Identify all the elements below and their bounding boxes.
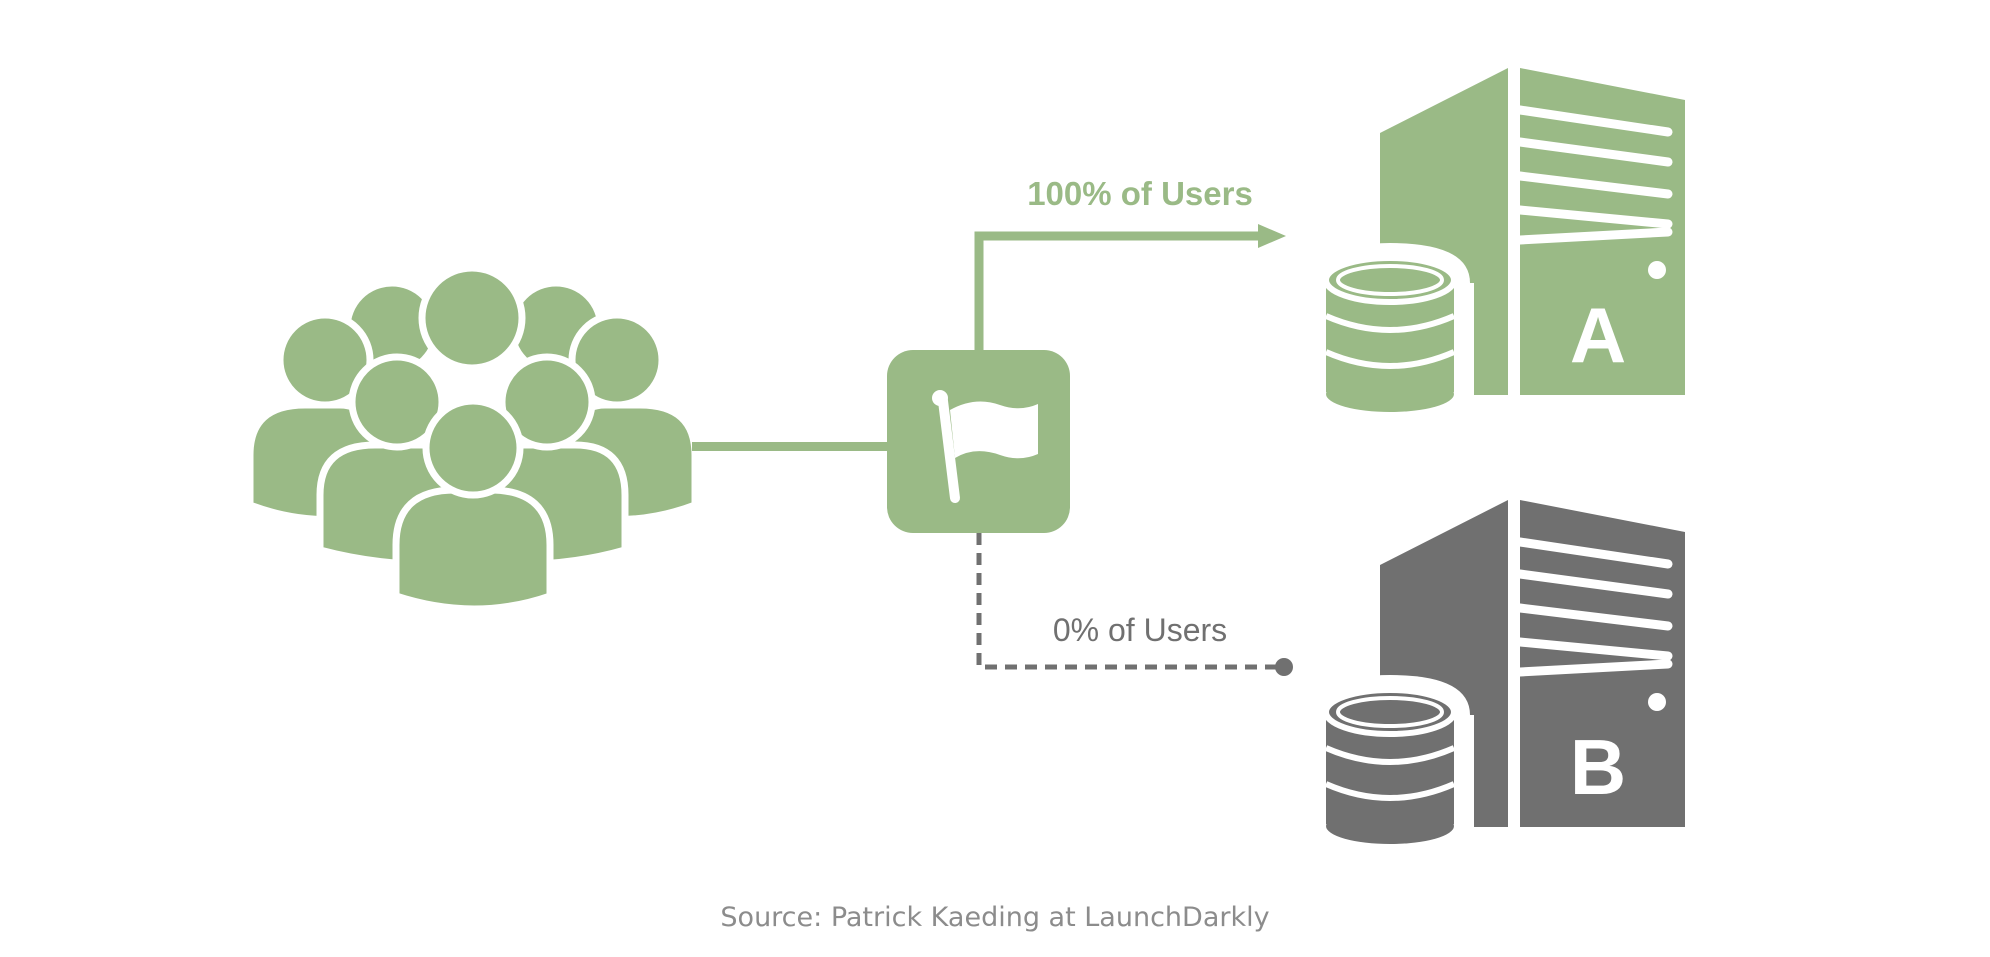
source-caption: Source: Patrick Kaeding at LaunchDarkly — [720, 902, 1270, 933]
edge-label-server-b: 0% of Users — [1052, 612, 1228, 648]
server-b-icon: B — [1322, 500, 1685, 844]
arrowhead-icon — [1258, 224, 1286, 248]
users-group-icon — [246, 264, 699, 613]
server-a-icon: A — [1322, 68, 1685, 412]
edge-label-server-a: 100% of Users — [1027, 175, 1253, 212]
server-a-letter: A — [1570, 291, 1626, 379]
edge-to-server-b — [976, 533, 1293, 676]
edge-to-server-a — [974, 224, 1286, 350]
server-b-letter: B — [1570, 723, 1626, 811]
feature-flag-icon — [887, 350, 1070, 533]
users-to-flag-line — [692, 442, 892, 451]
endpoint-dot-icon — [1275, 658, 1293, 676]
